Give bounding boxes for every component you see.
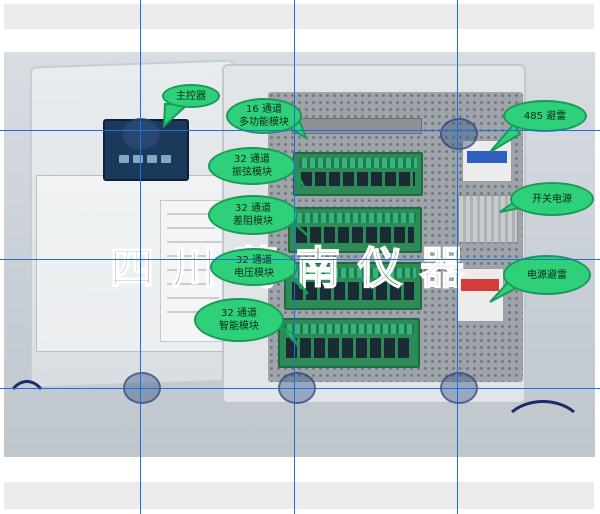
callout-485-label: 485 避雷	[523, 110, 567, 122]
callout-vib-line1: 32 通道	[234, 154, 270, 165]
guide-line-vertical	[457, 0, 458, 514]
callout-vib-line2: 振弦模块	[232, 167, 272, 178]
callout-tail	[277, 323, 299, 347]
callout-psu-label: 开关电源	[532, 193, 572, 205]
smart-module	[278, 318, 420, 368]
bottom-gray-bar	[4, 482, 594, 509]
callout-power-lightning-label: 电源避雷	[527, 269, 567, 281]
callout-power-lightning: 电源避雷	[503, 255, 591, 295]
callout-diff-line1: 32 通道	[235, 203, 271, 214]
top-gray-bar	[4, 4, 594, 29]
callout-volt-line2: 电压模块	[234, 268, 274, 279]
callout-diff-line2: 差阻模块	[233, 216, 273, 227]
blue-cable	[4, 380, 50, 446]
callout-main-controller-label: 主控器	[176, 90, 206, 102]
guide-line-vertical	[140, 0, 141, 514]
callout-16ch-multifunction: 16 通道 多功能模块	[226, 98, 302, 134]
callout-485-lightning: 485 避雷	[503, 100, 587, 132]
watermark-seal	[440, 118, 478, 150]
callout-smart-line1: 32 通道	[221, 308, 257, 319]
callout-32ch-vibrating-wire: 32 通道 振弦模块	[208, 147, 296, 185]
switching-power-supply	[458, 195, 518, 243]
guide-line-vertical	[294, 0, 295, 514]
callout-smart-line2: 智能模块	[219, 321, 259, 332]
guide-line-horizontal	[0, 130, 600, 131]
differential-resistance-module	[288, 207, 422, 253]
callout-32ch-smart: 32 通道 智能模块	[194, 298, 284, 342]
callout-tail	[489, 122, 522, 153]
callout-16ch-line2: 多功能模块	[239, 117, 289, 128]
guide-line-horizontal	[0, 259, 600, 260]
voltage-module	[284, 262, 422, 310]
guide-line-horizontal	[0, 388, 600, 389]
watermark-seal	[122, 118, 160, 150]
callout-volt-line1: 32 通道	[236, 255, 272, 266]
callout-main-controller: 主控器	[162, 84, 220, 108]
callout-16ch-line1: 16 通道	[246, 104, 282, 115]
callout-32ch-diff-resistance: 32 通道 差阻模块	[208, 195, 298, 235]
vibrating-wire-module	[293, 152, 423, 196]
blue-cable	[500, 400, 586, 466]
callout-32ch-voltage: 32 通道 电压模块	[210, 248, 298, 286]
lightning-485-device	[462, 140, 512, 182]
callout-switch-psu: 开关电源	[510, 182, 594, 216]
